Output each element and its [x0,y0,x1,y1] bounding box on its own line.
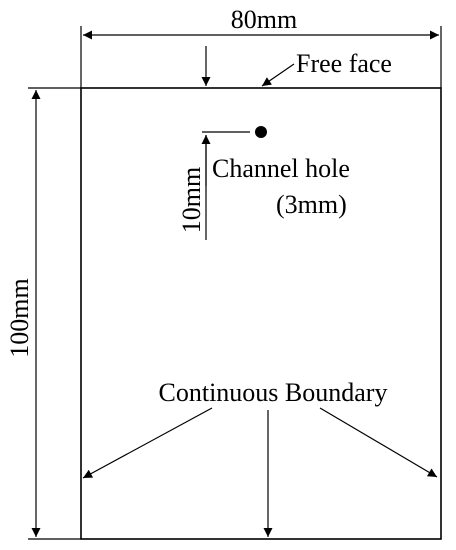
free-face-label: Free face [296,49,392,78]
channel-hole-label: Channel hole [212,154,350,183]
width-dimension-label: 80mm [231,5,297,34]
boundary-arrow-right [319,407,438,478]
height-dimension-label: 100mm [5,278,34,357]
free-face-leader [261,63,295,87]
boundary-arrow-left [82,407,213,479]
specimen-rectangle [80,87,442,540]
hole-offset-label: 10mm [177,167,206,233]
channel-hole-size-label: (3mm) [276,190,347,219]
boundary-label: Continuous Boundary [159,378,388,407]
channel-hole [255,126,267,138]
